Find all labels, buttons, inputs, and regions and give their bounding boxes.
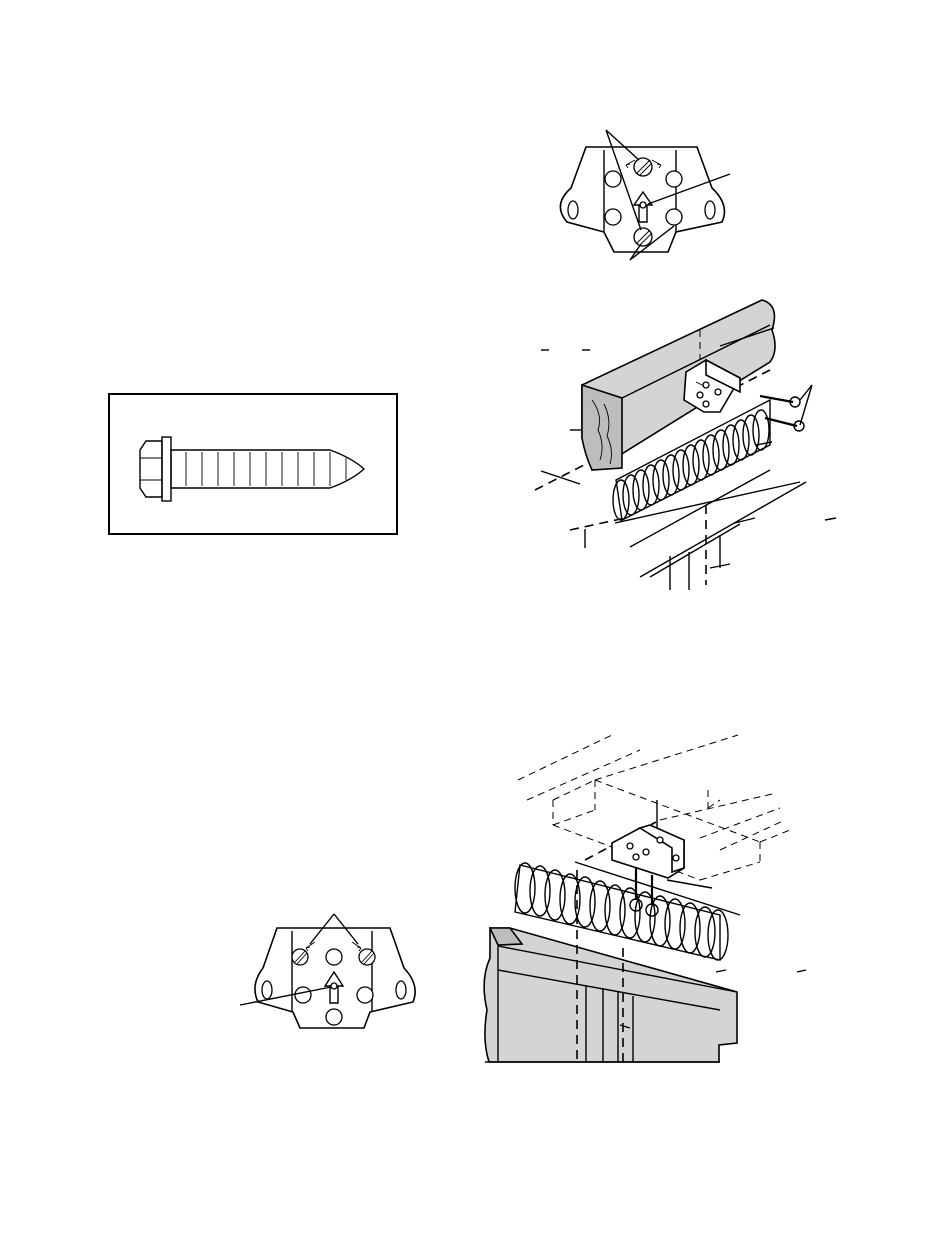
header-bracket-ceiling xyxy=(612,825,684,878)
header-bracket-bottom xyxy=(240,914,415,1028)
garage-door xyxy=(484,928,737,1065)
wall-mount-figure xyxy=(535,300,836,590)
ceiling-mount-figure xyxy=(484,735,806,1065)
lag-screw-figure xyxy=(109,394,397,534)
wood-header xyxy=(582,300,775,470)
header-bracket-top xyxy=(560,130,730,260)
